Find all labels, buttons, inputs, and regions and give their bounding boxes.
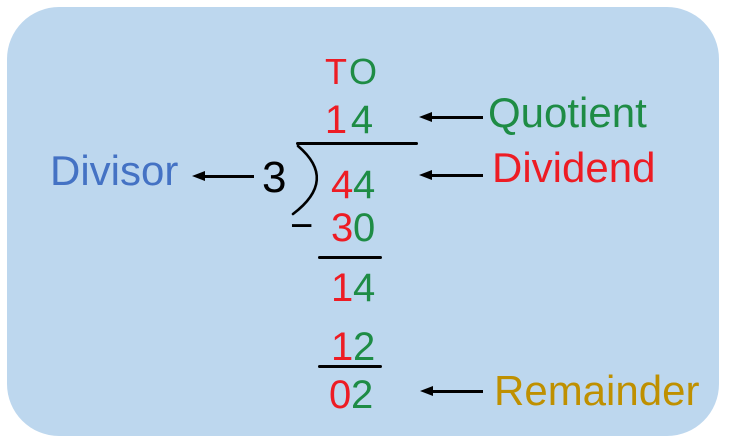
quotient-tens-digit: 1: [324, 98, 348, 142]
subtraction-line-1: [318, 256, 382, 259]
quotient-arrow-left-icon: [419, 112, 483, 121]
dividend-label: Dividend: [492, 144, 656, 191]
divisor-digit: 3: [262, 153, 287, 202]
remainder-row: 0 2: [329, 375, 373, 415]
ones-place-label: O: [349, 51, 378, 92]
product1-tens-digit: 3: [331, 206, 354, 250]
divisor-label: Divisor: [50, 147, 179, 194]
dividend-arrow-left-icon: [419, 170, 483, 179]
quotient-row: 1 4: [323, 100, 375, 140]
dividend-tens-digit: 4: [331, 163, 354, 207]
place-value-header: T O: [323, 51, 378, 92]
product2-tens-digit: 1: [331, 325, 354, 369]
remainder-ones-digit: 2: [351, 373, 374, 417]
minus-sign: −: [290, 204, 314, 248]
difference1-row: 1 4: [331, 268, 375, 308]
subtraction-line-2: [318, 365, 382, 368]
divisor-arrow-left-icon: [192, 171, 254, 180]
product1-ones-digit: 0: [353, 206, 376, 250]
dividend-ones-digit: 4: [353, 163, 376, 207]
background-panel: [7, 7, 719, 436]
division-vinculum-line: [296, 142, 418, 145]
product1-row: 3 0: [331, 208, 375, 248]
remainder-arrow-left-icon: [420, 386, 483, 395]
quotient-label: Quotient: [488, 89, 647, 136]
quotient-ones-digit: 4: [350, 98, 374, 142]
dividend-row: 4 4: [331, 165, 375, 205]
remainder-tens-digit: 0: [329, 373, 352, 417]
tens-place-label: T: [325, 51, 347, 92]
difference1-tens-digit: 1: [331, 266, 354, 310]
remainder-label: Remainder: [494, 367, 700, 414]
division-bracket: [291, 144, 319, 216]
product2-row: 1 2: [331, 327, 375, 367]
difference1-ones-digit: 4: [353, 266, 376, 310]
product2-ones-digit: 2: [353, 325, 376, 369]
